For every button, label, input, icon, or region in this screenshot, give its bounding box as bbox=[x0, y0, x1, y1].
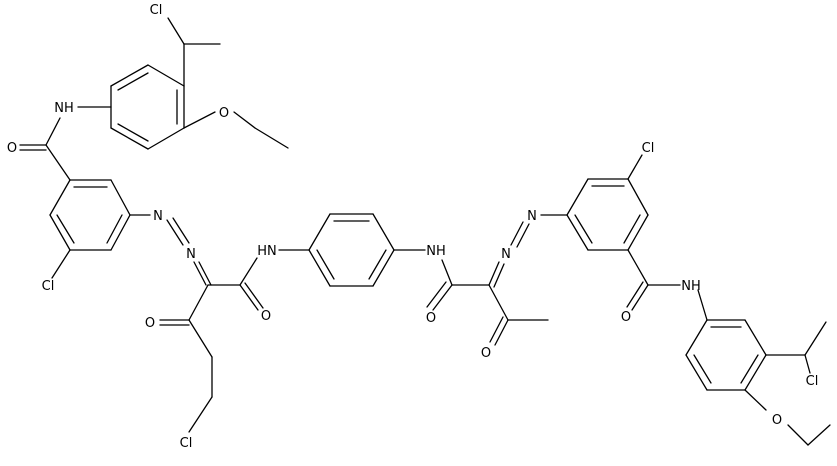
bond-nh-aryl-right bbox=[697, 289, 708, 321]
bond-ring-cl-left bbox=[51, 249, 71, 279]
chloroethyl-top bbox=[167, 17, 221, 87]
amide-left bbox=[19, 117, 71, 181]
central-benzene-ring bbox=[308, 213, 395, 287]
atom-o-ether-top: O bbox=[219, 106, 229, 121]
aryl-ring-top-left bbox=[110, 64, 185, 150]
azo-left bbox=[129, 214, 212, 286]
ethoxy-bottom bbox=[744, 389, 831, 446]
atom-nh-right: NH bbox=[681, 279, 701, 294]
benzene-ring-left bbox=[49, 179, 131, 251]
chain-right bbox=[426, 259, 549, 346]
atom-n-azo-left-b: N bbox=[186, 247, 196, 262]
atom-cl-left-ring: Cl bbox=[42, 279, 55, 294]
bond-ring-cl-right bbox=[627, 154, 643, 180]
atom-o-left-amide: O bbox=[261, 309, 271, 324]
atom-n-azo-right-b: N bbox=[527, 209, 537, 224]
atom-labels: Cl NH O O N N Cl HN O O Cl NH O N N O Cl… bbox=[7, 3, 818, 451]
atom-cl-right-sidechain: Cl bbox=[806, 374, 819, 389]
atom-o-amide-left: O bbox=[7, 141, 17, 156]
atom-o-amide-right: O bbox=[621, 310, 631, 325]
atom-nh-center-right: NH bbox=[426, 244, 446, 259]
atom-o-right-amide: O bbox=[426, 311, 436, 326]
chloroethyl-bottom bbox=[765, 321, 827, 374]
atom-o-left-keto: O bbox=[145, 316, 155, 331]
atom-cl-right-ring: Cl bbox=[642, 141, 655, 156]
atom-n-azo-left-a: N bbox=[153, 209, 163, 224]
atom-cl-top-sidechain: Cl bbox=[150, 3, 163, 18]
atom-n-azo-right-a: N bbox=[501, 247, 511, 262]
atom-o-ether-bottom: O bbox=[772, 413, 782, 428]
atom-cl-chain-bottom: Cl bbox=[180, 436, 193, 451]
ethoxy-top bbox=[183, 111, 289, 149]
aryl-ring-bottom-right bbox=[685, 319, 767, 391]
atom-hn-center-left: HN bbox=[257, 244, 277, 259]
benzene-ring-right bbox=[566, 178, 649, 251]
chain-left bbox=[159, 257, 264, 433]
amide-right bbox=[626, 249, 681, 311]
atom-o-right-keto: O bbox=[481, 346, 491, 361]
atom-nh-top-left: NH bbox=[54, 101, 74, 116]
azo-right bbox=[488, 214, 568, 288]
